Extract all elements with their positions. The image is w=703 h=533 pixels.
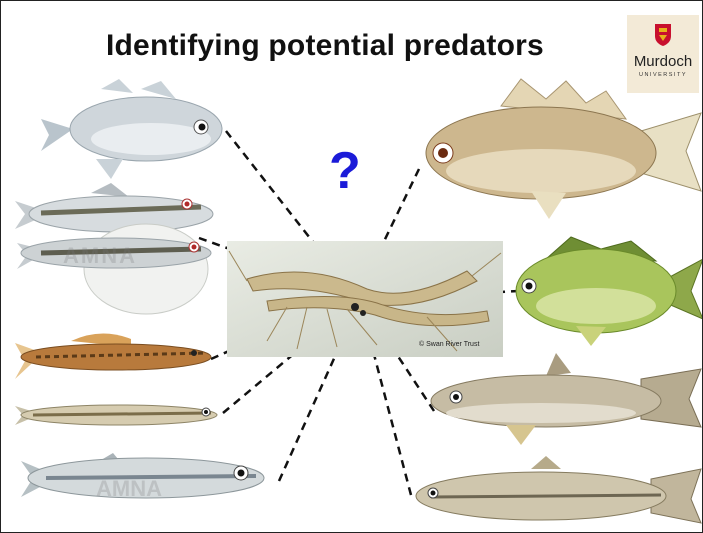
whiting-image	[416, 456, 701, 523]
cardinalfish-image	[41, 79, 222, 179]
grunter-image	[426, 79, 701, 219]
toadfish-image	[15, 183, 213, 232]
goby-image	[15, 333, 211, 379]
watermark: AMNA	[96, 476, 162, 501]
mulloway-image	[431, 353, 701, 445]
hardyhead-image	[15, 405, 217, 425]
pufferfish-image	[17, 224, 211, 314]
bream-image	[516, 237, 703, 346]
watermark: AMNA	[63, 243, 137, 268]
prawn-photo	[227, 241, 503, 357]
photo-credit: © Swan River Trust	[419, 341, 479, 348]
